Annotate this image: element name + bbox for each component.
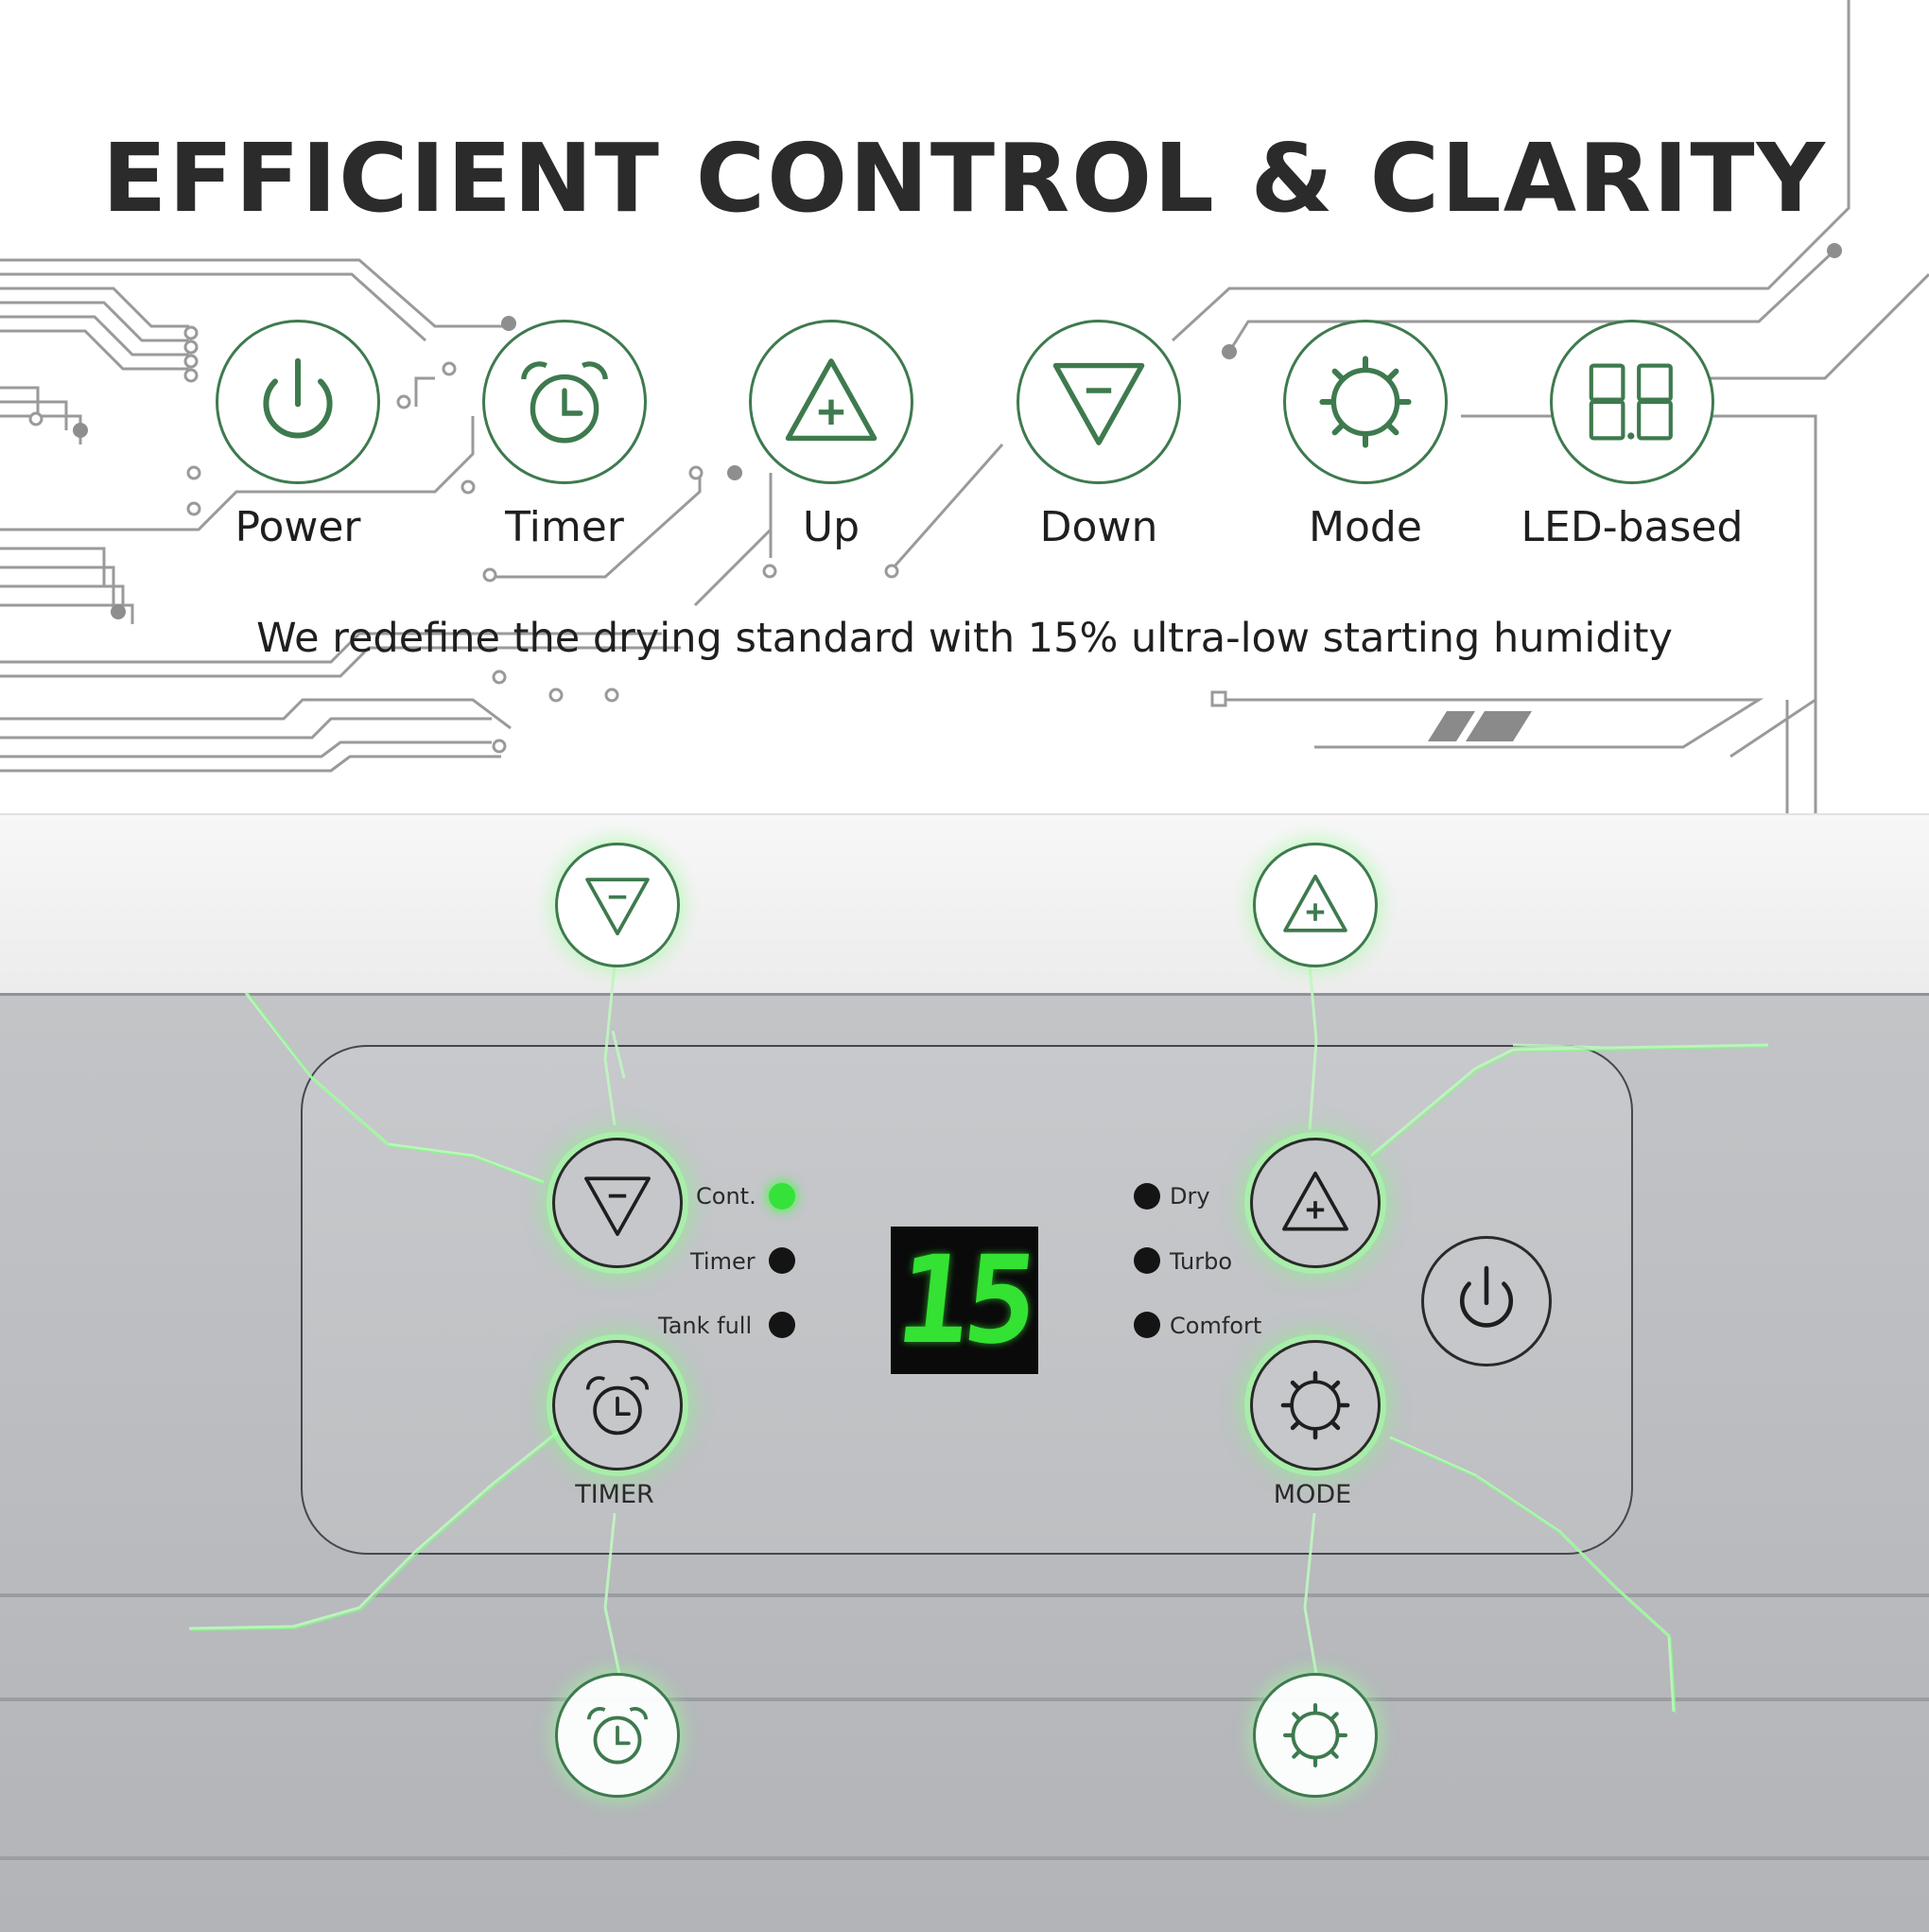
feature-led-ring	[1550, 320, 1714, 484]
feature-power-label: Power	[235, 503, 361, 551]
feature-up: Up	[713, 320, 949, 551]
indicator-cont-light	[769, 1183, 795, 1210]
body-seam	[0, 1856, 1929, 1860]
seven-segment-icon	[1589, 363, 1673, 441]
feature-mode: Mode	[1247, 320, 1484, 551]
feature-mode-label: Mode	[1309, 503, 1422, 551]
triangle-plus-icon	[785, 358, 878, 442]
up-button[interactable]	[1250, 1138, 1381, 1268]
feature-down: Down	[981, 320, 1217, 551]
triangle-plus-icon	[1282, 1171, 1348, 1231]
callout-timer	[555, 1673, 680, 1798]
feature-down-label: Down	[1039, 503, 1158, 551]
feature-led-label: LED-based	[1521, 503, 1744, 551]
indicator-timer-label: Timer	[690, 1248, 756, 1275]
down-button[interactable]	[552, 1138, 683, 1268]
indicator-comfort-label: Comfort	[1170, 1313, 1262, 1339]
feature-mode-ring	[1283, 320, 1448, 484]
callout-down	[555, 843, 680, 967]
feature-up-ring	[749, 320, 913, 484]
alarm-clock-icon	[586, 1707, 649, 1765]
power-button[interactable]	[1421, 1236, 1552, 1366]
feature-power-ring	[216, 320, 380, 484]
mode-caption: MODE	[1273, 1480, 1352, 1509]
feature-timer-ring	[482, 320, 647, 484]
feature-power: Power	[180, 320, 416, 551]
triangle-minus-icon	[584, 1176, 651, 1236]
mode-button[interactable]	[1250, 1340, 1381, 1471]
triangle-plus-icon	[1283, 874, 1347, 932]
feature-up-label: Up	[802, 503, 860, 551]
indicator-turbo-label: Turbo	[1170, 1248, 1233, 1275]
indicator-comfort-light	[1134, 1312, 1160, 1338]
power-icon	[263, 357, 333, 439]
indicator-timer-light	[769, 1247, 795, 1274]
feature-led: LED-based	[1514, 320, 1750, 551]
body-seam	[0, 1697, 1929, 1701]
timer-button[interactable]	[552, 1340, 683, 1471]
alarm-clock-icon	[585, 1376, 650, 1436]
headline: EFFICIENT CONTROL & CLARITY	[102, 123, 1827, 234]
alarm-clock-icon	[521, 361, 608, 444]
indicator-turbo-light	[1134, 1247, 1160, 1274]
indicator-cont-label: Cont.	[696, 1183, 756, 1210]
indicator-tank-full-light	[769, 1312, 795, 1338]
body-seam	[0, 1593, 1929, 1597]
sun-gear-icon	[1280, 1370, 1350, 1440]
callout-up	[1253, 843, 1378, 967]
timer-caption: TIMER	[575, 1480, 654, 1509]
indicator-tank-full-label: Tank full	[658, 1313, 753, 1339]
appliance-top-band	[0, 813, 1929, 995]
sun-gear-icon	[1319, 356, 1412, 448]
callout-mode	[1253, 1673, 1378, 1798]
feature-timer: Timer	[446, 320, 683, 551]
indicator-dry-light	[1134, 1183, 1160, 1210]
indicator-dry-label: Dry	[1170, 1183, 1210, 1210]
subtitle: We redefine the drying standard with 15%…	[256, 615, 1673, 662]
triangle-minus-icon	[585, 878, 650, 936]
feature-timer-label: Timer	[505, 503, 624, 551]
power-icon	[1459, 1265, 1514, 1328]
led-display: 15	[890, 1227, 1039, 1374]
circuit-lines-decoration	[0, 0, 1929, 823]
led-display-value: 15	[890, 1229, 1039, 1371]
feature-down-ring	[1017, 320, 1181, 484]
triangle-minus-icon	[1052, 362, 1145, 445]
sun-gear-icon	[1282, 1702, 1348, 1768]
